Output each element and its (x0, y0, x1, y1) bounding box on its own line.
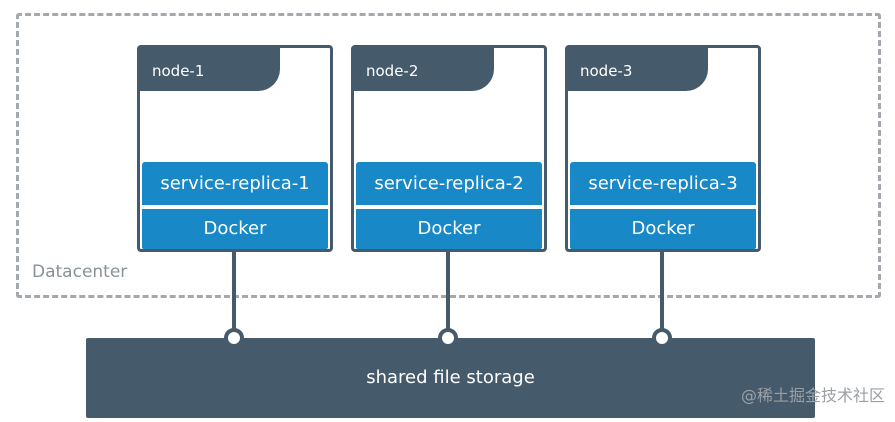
service-replica-bar: service-replica-1 (142, 162, 328, 205)
shared-file-storage: shared file storage (86, 338, 815, 418)
node-title: node-3 (568, 48, 708, 91)
node-2-storage-link (446, 252, 450, 332)
docker-runtime-bar: Docker (142, 209, 328, 249)
node-3-link-dot (652, 328, 672, 348)
node-title: node-1 (140, 48, 280, 91)
service-replica-bar: service-replica-2 (356, 162, 542, 205)
node-2-link-dot (438, 328, 458, 348)
service-replica-bar: service-replica-3 (570, 162, 756, 205)
node-1-storage-link (232, 252, 236, 332)
docker-runtime-bar: Docker (570, 209, 756, 249)
node-3-storage-link (660, 252, 664, 332)
node-box-1: node-1 service-replica-1 Docker (137, 45, 333, 252)
node-box-3: node-3 service-replica-3 Docker (565, 45, 761, 252)
node-title: node-2 (354, 48, 494, 91)
node-1-link-dot (224, 328, 244, 348)
node-box-2: node-2 service-replica-2 Docker (351, 45, 547, 252)
docker-runtime-bar: Docker (356, 209, 542, 249)
watermark: @稀土掘金技术社区 (740, 386, 885, 405)
datacenter-label: Datacenter (32, 262, 128, 282)
